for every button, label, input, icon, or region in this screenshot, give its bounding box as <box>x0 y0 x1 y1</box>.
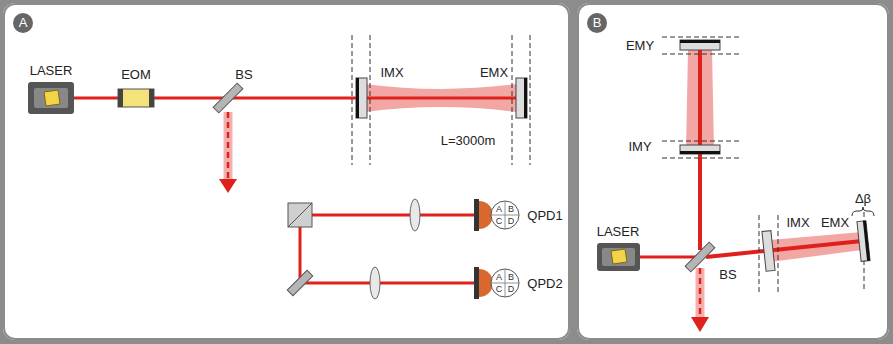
component-label: EOM <box>121 67 151 82</box>
component-label: QPD1 <box>527 208 562 223</box>
panel: A <box>3 3 570 340</box>
quadrant-letter: B <box>508 204 514 214</box>
component-label: BS <box>235 67 252 82</box>
component-label: L=3000m <box>441 133 496 148</box>
quadrant-letter: A <box>496 272 502 282</box>
panel: B <box>577 3 889 340</box>
quadrant-letter: C <box>496 216 503 226</box>
panel-letter: B <box>587 13 607 33</box>
component-label: EMX <box>821 215 849 230</box>
component-label: Δβ <box>855 191 871 206</box>
component-label: LASER <box>597 224 640 239</box>
component-label: IMX <box>380 65 403 80</box>
quadrant-letter: B <box>508 272 514 282</box>
component-label: BS <box>719 267 736 282</box>
component-label: QPD2 <box>527 276 562 291</box>
quadrant-letter: C <box>496 284 503 294</box>
quadrant-letter: A <box>496 204 502 214</box>
quadrant-letter: D <box>508 216 515 226</box>
component-label: EMX <box>480 65 508 80</box>
component-label: IMY <box>628 139 651 154</box>
panel-letter: A <box>13 13 33 33</box>
component-label: LASER <box>30 63 73 78</box>
component-label: IMX <box>786 215 809 230</box>
quadrant-letter: D <box>508 284 515 294</box>
component-label: EMY <box>626 38 654 53</box>
